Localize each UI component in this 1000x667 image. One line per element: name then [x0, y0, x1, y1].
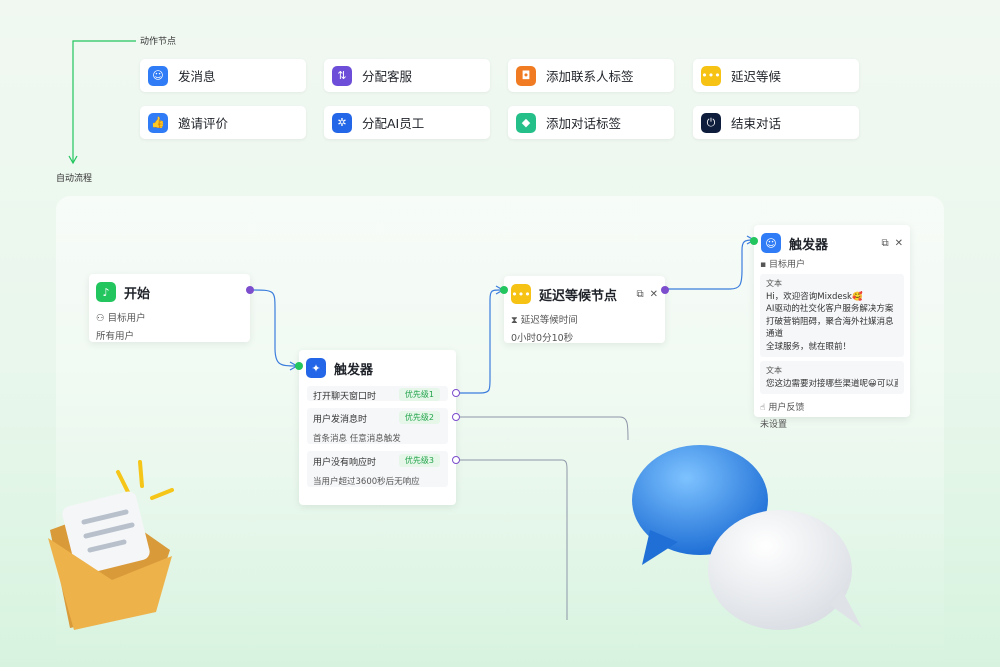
trigger-row[interactable]: 用户没有响应时 优先级3 当用户超过3600秒后无响应 — [307, 451, 448, 487]
dots-icon: ••• — [701, 65, 721, 86]
user-icon: ⚇ — [96, 313, 105, 324]
message-line: 打破营销阻碍，聚合海外社媒消息通道 — [766, 316, 894, 340]
flow-arrow — [68, 40, 136, 165]
input-port[interactable] — [500, 286, 508, 294]
thumb-up-icon: 👍 — [148, 112, 168, 133]
output-port[interactable] — [452, 413, 460, 421]
tag-icon: ◆ — [516, 112, 536, 133]
action-label: 添加对话标签 — [546, 116, 622, 131]
action-label: 发消息 — [178, 69, 216, 84]
action-add-contact-tag[interactable]: ◘ 添加联系人标签 — [508, 59, 674, 92]
message-line: AI驱动的社交化客户服务解决方案 — [766, 304, 894, 314]
copy-icon[interactable]: ⧉ — [881, 237, 889, 249]
action-send-message[interactable]: ☺ 发消息 — [140, 59, 306, 92]
start-node[interactable]: ♪ 开始 ⚇ 目标用户 所有用户 — [89, 274, 254, 342]
output-port[interactable] — [246, 286, 254, 294]
message-line: Hi，欢迎咨询Mixdesk🥰 — [766, 291, 863, 302]
dots-icon: ••• — [511, 284, 531, 304]
power-icon: ⏻ — [701, 112, 721, 133]
action-label: 分配AI员工 — [362, 116, 425, 131]
trigger-row[interactable]: 用户发消息时 优先级2 首条消息 任意消息触发 — [307, 408, 448, 444]
node-title: 触发器 — [334, 362, 374, 378]
close-icon[interactable]: ✕ — [894, 237, 903, 249]
chat-icon: ☺ — [148, 65, 168, 86]
action-delay[interactable]: ••• 延迟等候 — [693, 59, 859, 92]
trigger-row[interactable]: 打开聊天窗口时 优先级1 — [307, 386, 448, 402]
target-user-value: 所有用户 — [96, 331, 135, 342]
text-block[interactable]: 文本 您这边需要对接哪些渠道呢😀可以直... — [760, 361, 904, 394]
hourglass-icon: ⧗ — [511, 315, 518, 326]
sparkle-icon: ✦ — [306, 358, 326, 378]
input-port[interactable] — [295, 362, 303, 370]
transfer-icon: ⇅ — [332, 65, 352, 86]
text-block-label: 文本 — [766, 279, 782, 288]
delay-node[interactable]: ••• 延迟等候节点 ⧉ ✕ ⧗ 延迟等候时间 0小时0分10秒 — [500, 276, 669, 344]
target-user-label: ⚇ 目标用户 — [96, 313, 146, 324]
envelope-illustration — [48, 460, 174, 630]
action-add-conversation-tag[interactable]: ◆ 添加对话标签 — [508, 106, 674, 139]
action-label: 添加联系人标签 — [546, 69, 634, 84]
output-port[interactable] — [452, 389, 460, 397]
action-label: 结束对话 — [731, 116, 782, 131]
hand-icon: ☝ — [760, 403, 766, 413]
node-title: 开始 — [124, 286, 151, 302]
message-line: 您这边需要对接哪些渠道呢😀可以直... — [766, 378, 898, 389]
priority-badge: 优先级3 — [398, 454, 440, 467]
action-label: 分配客服 — [362, 69, 413, 84]
text-block[interactable]: 文本 Hi，欢迎咨询Mixdesk🥰 AI驱动的社交化客户服务解决方案 打破营销… — [760, 274, 904, 357]
trigger-node[interactable]: ✦ 触发器 打开聊天窗口时 优先级1 用户发消息时 优先级2 首条消息 任意消息… — [295, 350, 460, 505]
input-port[interactable] — [750, 237, 758, 245]
action-invite-rating[interactable]: 👍 邀请评价 — [140, 106, 306, 139]
action-label: 邀请评价 — [178, 116, 229, 131]
text-block-label: 文本 — [766, 366, 782, 375]
node-title: 延迟等候节点 — [539, 288, 618, 304]
feedback-value: 未设置 — [760, 420, 788, 430]
chat-bubbles-illustration — [632, 445, 862, 630]
close-icon[interactable]: ✕ — [649, 288, 658, 300]
contact-tag-icon: ◘ — [516, 65, 536, 86]
delay-value: 0小时0分10秒 — [511, 333, 574, 344]
start-icon: ♪ — [96, 282, 116, 302]
priority-badge: 优先级2 — [398, 411, 440, 424]
ai-icon: ✲ — [332, 112, 352, 133]
chat-icon: ☺ — [761, 233, 781, 253]
message-node[interactable]: ☺ 触发器 ⧉ ✕ ▪ 目标用户 文本 Hi，欢迎咨询Mixdesk🥰 AI驱动… — [750, 225, 910, 430]
action-nodes-label: 动作节点 — [140, 37, 177, 47]
message-icon: ▪ — [760, 260, 767, 270]
output-port[interactable] — [452, 456, 460, 464]
auto-flow-label: 自动流程 — [56, 174, 93, 184]
copy-icon[interactable]: ⧉ — [636, 288, 644, 300]
delay-field-label: ⧗ 延迟等候时间 — [511, 315, 578, 326]
target-user-label: ▪ 目标用户 — [760, 260, 805, 270]
action-end-conversation[interactable]: ⏻ 结束对话 — [693, 106, 859, 139]
message-line: 全球服务，就在眼前！ — [766, 341, 852, 352]
feedback-label: ☝ 用户反馈 — [760, 403, 805, 413]
output-port[interactable] — [661, 286, 669, 294]
action-assign-ai[interactable]: ✲ 分配AI员工 — [324, 106, 490, 139]
action-assign-agent[interactable]: ⇅ 分配客服 — [324, 59, 490, 92]
node-title: 触发器 — [789, 237, 829, 253]
action-label: 延迟等候 — [731, 69, 782, 84]
priority-badge: 优先级1 — [398, 388, 440, 401]
